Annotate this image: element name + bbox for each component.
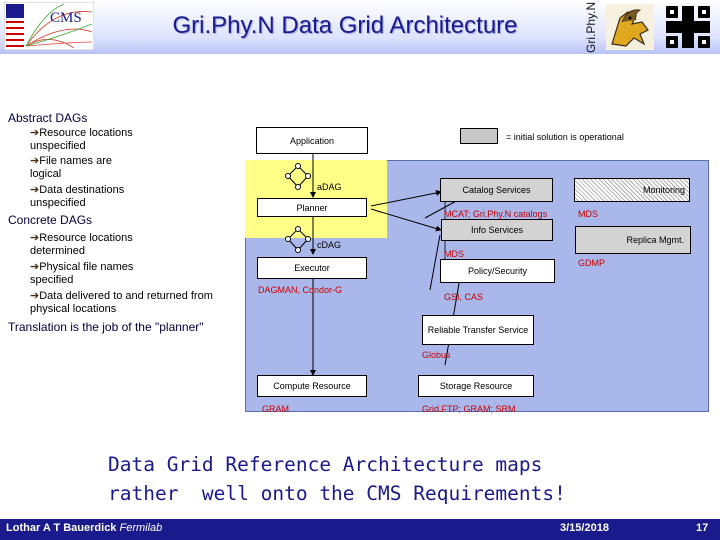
catalog-services-box: Catalog Services (440, 178, 553, 202)
griphyn-griffin-logo (606, 4, 654, 50)
replica-mgmt-box: Replica Mgmt. (575, 226, 691, 254)
griphyn-logo-text: Gri.Phy.N (584, 1, 598, 53)
operational-legend-text: = initial solution is operational (506, 132, 624, 142)
fermilab-logo (666, 6, 710, 48)
compute-impl-label: GRAM (262, 404, 289, 414)
catalog-impl-label: MCAT; Gri.Phy.N catalogs (444, 209, 548, 219)
planner-box: Planner (257, 198, 367, 217)
summary-text: Data Grid Reference Architecture maps ra… (108, 450, 566, 508)
abstract-item-1: ➔Resource locations unspecified (30, 127, 133, 152)
summary-line-2: rather well onto the CMS Requirements! (108, 482, 566, 505)
abstract-item-3: ➔Data destinations unspecified (30, 184, 125, 209)
storage-resource-box: Storage Resource (418, 375, 534, 397)
arrow-bullet-icon: ➔ (30, 232, 40, 244)
transfer-impl-label: Globus (422, 350, 451, 360)
storage-impl-label: Grid.FTP; GRAM; SRM (422, 404, 516, 414)
cms-logo-text: CMS (50, 10, 82, 26)
concrete-item-3: ➔Data delivered to and returned from phy… (30, 290, 213, 315)
footer-date: 3/15/2018 (560, 522, 609, 534)
footer-author: Lothar A T Bauerdick Fermilab (6, 522, 163, 534)
reliable-transfer-box: Reliable Transfer Service (422, 315, 534, 345)
cdag-graph-icon (285, 226, 311, 253)
grid-services-region (245, 160, 709, 412)
info-services-box: Info Services (441, 219, 553, 241)
concrete-dags-heading: Concrete DAGs (8, 213, 93, 227)
operational-legend-swatch (460, 128, 498, 144)
page-number: 17 (696, 522, 709, 534)
footer-affiliation: Fermilab (119, 522, 163, 534)
adag-label: aDAG (317, 182, 342, 192)
application-box: Application (256, 127, 368, 154)
arrow-bullet-icon: ➔ (30, 184, 40, 196)
arrow-bullet-icon: ➔ (30, 261, 40, 273)
translation-note: Translation is the job of the "planner" (8, 320, 204, 334)
executor-impl-label: DAGMAN, Condor-G (258, 285, 343, 295)
replica-impl-label: GDMP (578, 258, 605, 268)
arrow-bullet-icon: ➔ (30, 290, 40, 302)
abstract-dags-heading: Abstract DAGs (8, 111, 88, 125)
concrete-item-2: ➔Physical file names specified (30, 261, 134, 286)
executor-box: Executor (257, 257, 367, 279)
slide-title: Gri.Phy.N Data Grid Architecture (172, 12, 518, 39)
adag-graph-icon (285, 163, 311, 190)
arrow-bullet-icon: ➔ (30, 155, 40, 167)
compute-resource-box: Compute Resource (257, 375, 367, 397)
monitoring-label: Monitoring (642, 185, 685, 195)
concrete-item-1: ➔Resource locations determined (30, 232, 133, 257)
uscms-logo: CMS (4, 2, 94, 50)
policy-impl-label: GSI, CAS (444, 292, 484, 302)
info-impl-label: MDS (444, 249, 464, 259)
slide-footer (0, 519, 720, 540)
abstract-item-2: ➔File names are logical (30, 155, 112, 180)
arrow-bullet-icon: ➔ (30, 127, 40, 139)
monitoring-impl-label: MDS (578, 209, 598, 219)
policy-security-box: Policy/Security (440, 259, 555, 283)
summary-line-1: Data Grid Reference Architecture maps (108, 453, 543, 476)
monitoring-box: Monitoring (574, 178, 690, 202)
replica-mgmt-label: Replica Mgmt. (626, 235, 684, 245)
slide-header (0, 0, 720, 54)
cdag-label: cDAG (317, 240, 342, 250)
